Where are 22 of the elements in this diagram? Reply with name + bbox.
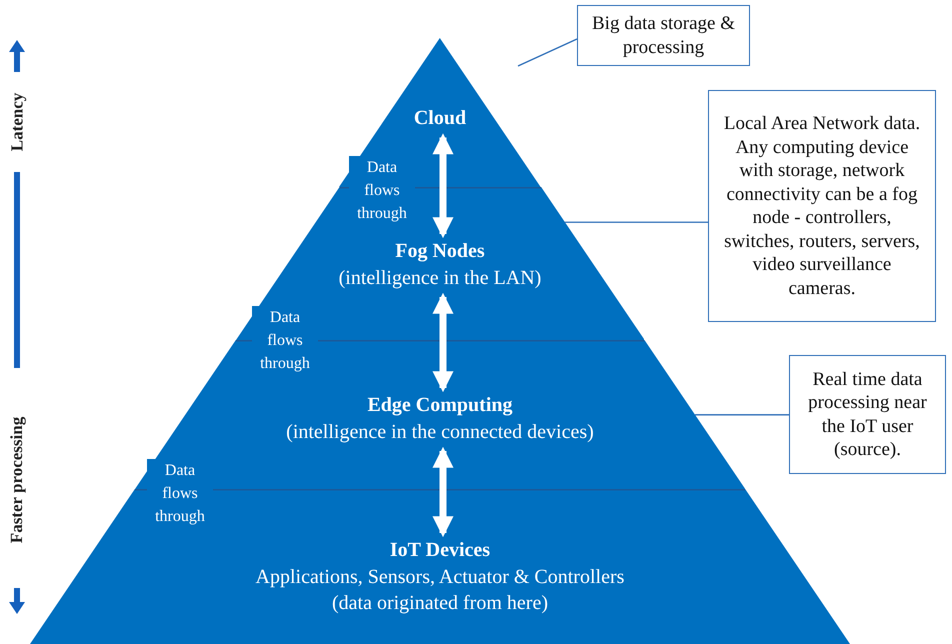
callout-box: Big data storage & processing — [577, 5, 750, 66]
layer-title: Cloud — [414, 106, 466, 131]
axis-label: Latency — [7, 92, 27, 152]
flow-note: Data flows through — [147, 458, 213, 528]
double-arrow — [432, 446, 454, 538]
flow-note: Data flows through — [349, 156, 415, 224]
callout-box: Local Area Network data. Any computing device with storage, network connectivity can be a fog node - controllers, switches, routers, servers, video surveillance cameras. — [708, 90, 936, 322]
flow-note: Data flows through — [252, 306, 318, 374]
layer-description: Applications, Sensors, Actuator & Controllers — [256, 564, 624, 590]
axis-label: Faster processing — [7, 416, 27, 544]
layer-description: (intelligence in the LAN) — [338, 266, 542, 290]
double-arrow — [432, 133, 454, 238]
layer-description: (data originated from here) — [332, 591, 548, 616]
leader-line — [518, 38, 578, 67]
layer-title: IoT Devices — [390, 538, 490, 563]
double-arrow — [432, 292, 454, 392]
layer-title: Edge Computing — [367, 393, 512, 418]
layer-description: (intelligence in the connected devices) — [286, 420, 594, 444]
leader-line — [694, 414, 789, 416]
callout-box: Real time data processing near the IoT user (source). — [789, 355, 946, 474]
leader-line — [564, 222, 708, 223]
layer-title: Fog Nodes — [395, 239, 485, 264]
